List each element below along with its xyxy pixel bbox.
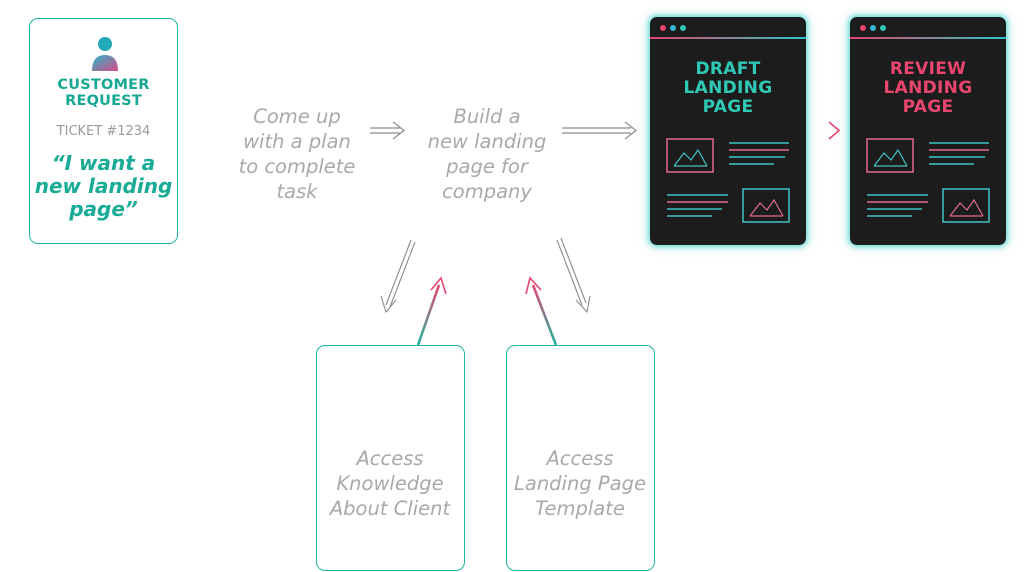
- arrow-down-to-template: [556, 237, 591, 314]
- text-lines-icon: [929, 142, 989, 165]
- window-title-line: LANDING: [683, 78, 773, 98]
- arrow-draft-to-review: [807, 121, 841, 140]
- text-lines-icon: [867, 194, 928, 217]
- window-dot-blue: [870, 25, 876, 31]
- arrow-up-from-knowledge: [416, 276, 447, 346]
- access-label-line: Landing Page: [514, 472, 646, 495]
- ticket-number: TICKET #1234: [56, 124, 151, 139]
- review-wireframe: [866, 138, 990, 223]
- window-title-bar: [850, 37, 1006, 39]
- access-label-line: About Client: [329, 497, 451, 520]
- access-label-line: Access: [356, 447, 424, 470]
- access-template-label: Access Landing Page Template: [507, 446, 653, 521]
- access-template-card: Access Landing Page Template: [506, 345, 655, 571]
- request-title-line: CUSTOMER: [57, 77, 150, 93]
- text-lines-icon: [667, 194, 728, 217]
- request-title: CUSTOMER REQUEST: [30, 77, 177, 109]
- draft-landing-page-window: DRAFT LANDING PAGE: [650, 17, 806, 245]
- window-title-bar: [650, 37, 806, 39]
- access-knowledge-card: Access Knowledge About Client: [316, 345, 465, 571]
- step-build: Build a new landing page for company: [418, 104, 556, 204]
- window-dot-blue: [670, 25, 676, 31]
- draft-wireframe: [666, 138, 790, 223]
- step-plan-line: task: [276, 180, 318, 203]
- review-window-title: REVIEW LANDING PAGE: [850, 60, 1006, 117]
- step-plan: Come up with a plan to complete task: [224, 104, 370, 204]
- step-build-line: company: [442, 180, 532, 203]
- arrow-build-to-draft: [562, 121, 637, 140]
- text-lines-icon: [729, 142, 789, 165]
- step-plan-line: with a plan: [243, 130, 351, 153]
- quote-line: page”: [69, 197, 138, 221]
- window-dot-teal: [680, 25, 686, 31]
- customer-request-card: CUSTOMER REQUEST TICKET #1234 “I want a …: [29, 18, 178, 244]
- request-quote: “I want a new landing page”: [30, 152, 177, 221]
- review-landing-page-window: REVIEW LANDING PAGE: [850, 17, 1006, 245]
- window-title-line: PAGE: [902, 97, 954, 117]
- arrow-down-to-knowledge: [380, 239, 416, 314]
- quote-line: new landing: [34, 174, 173, 198]
- person-icon: [92, 37, 118, 71]
- arrow-up-from-template: [525, 276, 558, 346]
- access-knowledge-label: Access Knowledge About Client: [317, 446, 463, 521]
- window-title-line: REVIEW: [889, 59, 967, 79]
- window-title-line: LANDING: [883, 78, 973, 98]
- request-title-line: REQUEST: [65, 93, 142, 109]
- window-title-line: PAGE: [702, 97, 754, 117]
- step-build-line: Build a: [453, 105, 521, 128]
- access-label-line: Access: [546, 447, 614, 470]
- step-build-line: page for: [446, 155, 528, 178]
- access-label-line: Knowledge: [336, 472, 444, 495]
- window-dot-teal: [880, 25, 886, 31]
- image-placeholder-icon: [742, 188, 790, 223]
- quote-line: “I want a: [51, 151, 156, 175]
- draft-window-title: DRAFT LANDING PAGE: [650, 60, 806, 117]
- step-build-line: new landing: [427, 130, 547, 153]
- step-plan-line: Come up: [253, 105, 341, 128]
- step-plan-line: to complete: [238, 155, 356, 178]
- window-title-line: DRAFT: [695, 59, 761, 79]
- image-placeholder-icon: [866, 138, 914, 173]
- image-placeholder-icon: [942, 188, 990, 223]
- window-dot-red: [660, 25, 666, 31]
- arrow-plan-to-build: [370, 121, 405, 140]
- access-label-line: Template: [535, 497, 625, 520]
- window-dot-red: [860, 25, 866, 31]
- image-placeholder-icon: [666, 138, 714, 173]
